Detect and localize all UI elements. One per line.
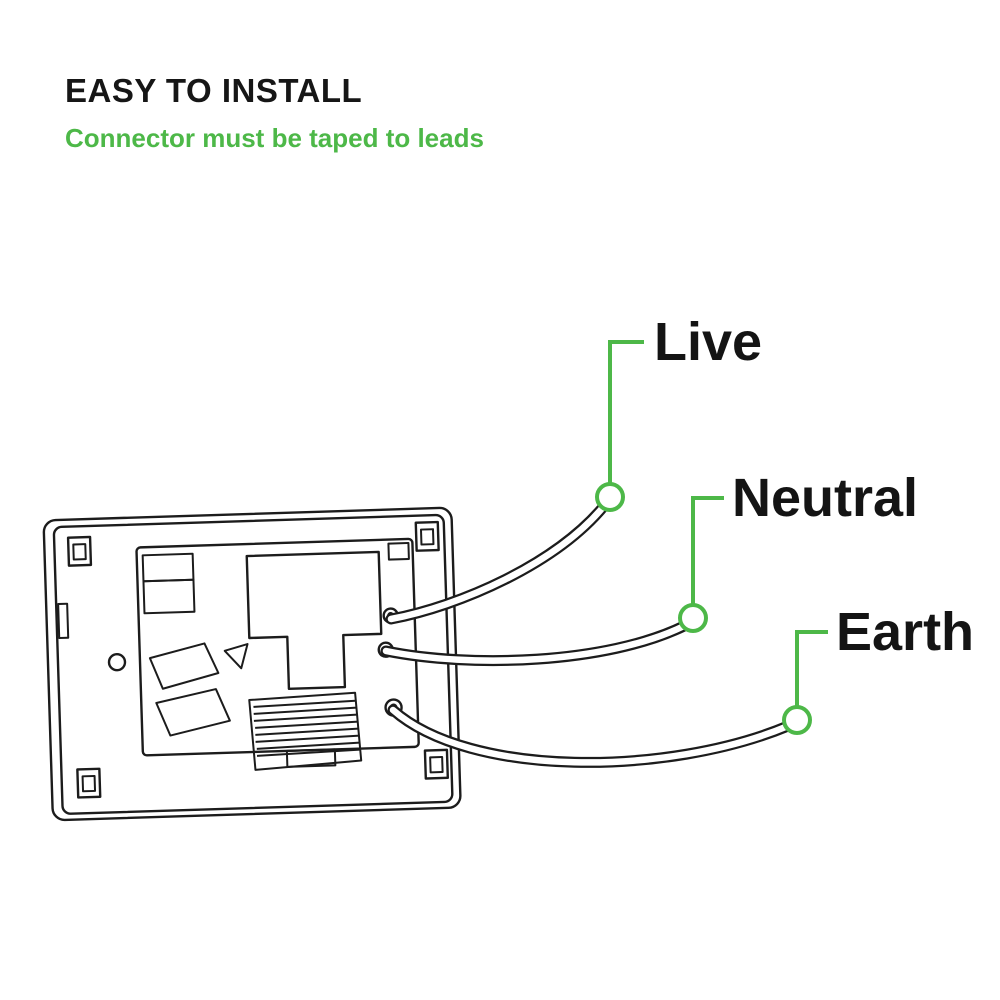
label-neutral: Neutral [732,468,918,528]
label-live: Live [654,312,762,372]
backplate-illustration [42,506,462,822]
leader-line-earth [795,630,828,707]
label-earth: Earth [836,602,974,662]
screw-tab-bottom-right [423,748,449,780]
wire-live [385,500,610,625]
side-slot [57,602,70,639]
leader-line-live [608,340,644,484]
callout-live [595,340,644,512]
screw-tab-top-right [414,520,440,552]
page-subtitle: Connector must be taped to leads [65,123,484,153]
fixing-hole [107,652,127,672]
lever-piece-1 [148,642,220,690]
leader-line-neutral [691,496,724,605]
plate-outer-edge [42,506,462,822]
assembly-detail-rect-2 [142,578,196,615]
terminal-assembly-outline [135,537,420,757]
assembly-detail-rect-1 [141,552,195,583]
central-block [245,550,383,690]
screw-tab-bottom-left [76,767,102,799]
bottom-tab [285,748,337,768]
callout-neutral [678,496,724,633]
lead-end-marker-live [595,482,625,512]
assembly-detail-rect-3 [387,541,410,561]
callout-earth [782,630,828,735]
page-title: EASY TO INSTALL [65,72,363,109]
lever-piece-3 [223,643,249,670]
header: EASY TO INSTALL Connector must be taped … [65,72,484,154]
lead-end-marker-earth [782,705,812,735]
lever-piece-2 [155,688,231,737]
wire-earth [387,704,794,768]
lead-end-marker-neutral [678,603,708,633]
ribbed-block [248,691,363,771]
wire-neutral [380,620,690,667]
screw-tab-top-left [66,535,93,567]
